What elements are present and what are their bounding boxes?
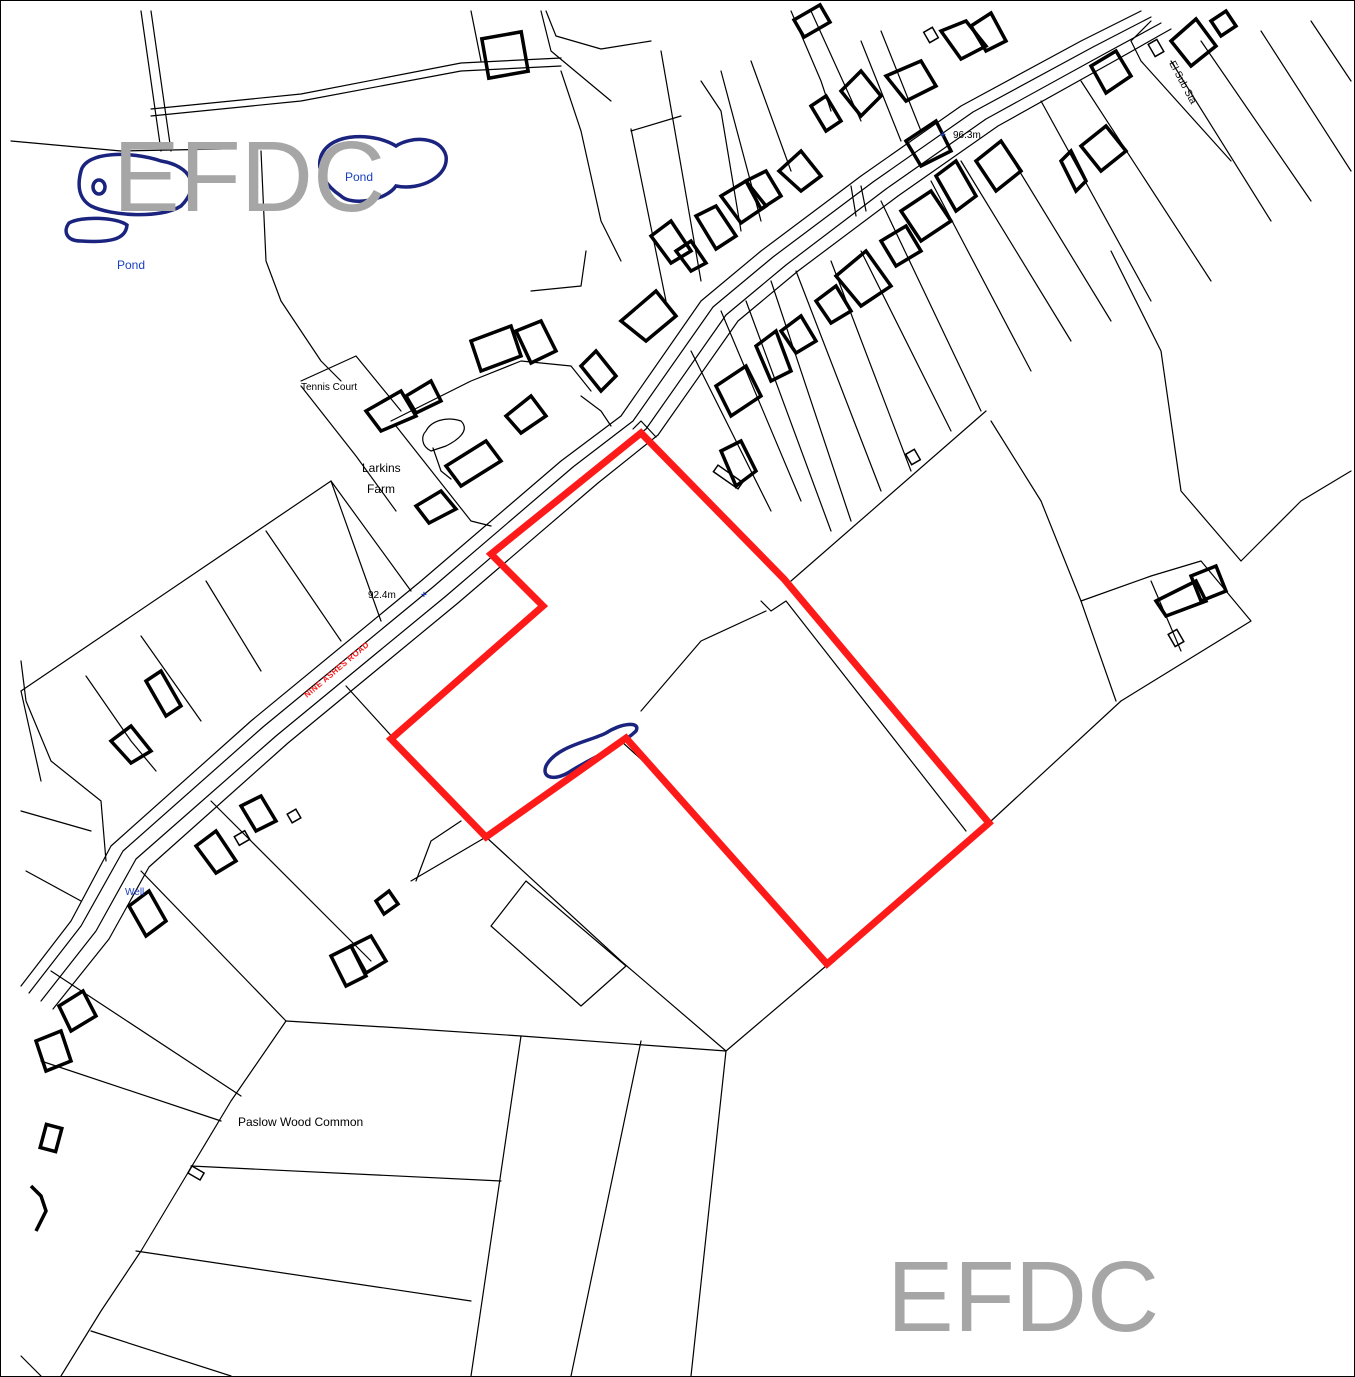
watermark-top: EFDC	[113, 121, 385, 233]
label-el-sub-sta: El Sub Sta	[1166, 59, 1198, 106]
water-features	[64, 134, 639, 779]
benchmark-icon: +	[940, 130, 946, 141]
label-spot-height-92: 92.4m	[368, 590, 396, 601]
pond-left	[77, 152, 193, 217]
site-boundary	[385, 428, 994, 969]
benchmark-icon: +	[421, 590, 427, 601]
nine-ashes-road	[20, 10, 1172, 1010]
label-paslow-wood-common: Paslow Wood Common	[238, 1115, 363, 1129]
field-pond	[543, 722, 639, 779]
watermark-bottom: EFDC	[887, 1241, 1159, 1353]
label-tennis-court: Tennis Court	[301, 382, 357, 393]
label-farm: Farm	[367, 482, 395, 496]
pond-middle	[318, 134, 448, 203]
label-larkins: Larkins	[362, 461, 401, 475]
label-spot-height-96: 96.3m	[953, 130, 981, 141]
label-pond-middle: Pond	[345, 170, 373, 184]
label-well: Well	[125, 887, 144, 898]
buildings	[29, 2, 1239, 1232]
field-boundaries	[10, 10, 1352, 1376]
label-pond-left: Pond	[117, 258, 145, 272]
